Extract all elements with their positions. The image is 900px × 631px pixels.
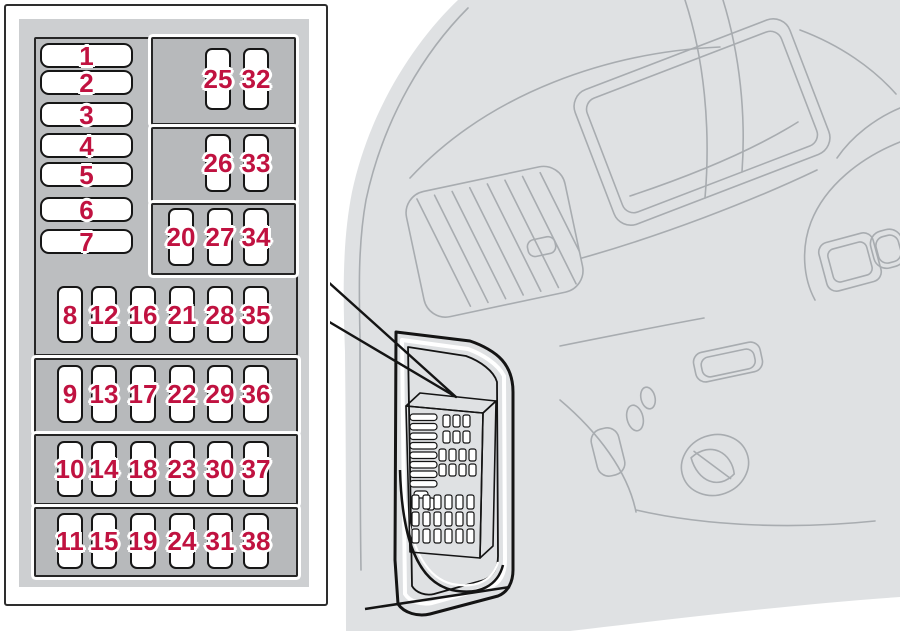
fuse-slot-5: 5: [40, 159, 133, 190]
fuse-slot-3: 3: [40, 99, 133, 130]
fuse-slot-4: 4: [40, 130, 133, 161]
fuse-number: 22: [167, 379, 197, 409]
fuse-number: 12: [89, 299, 119, 330]
fuse-number: 32: [241, 64, 271, 94]
fuse-number: 20: [166, 222, 196, 252]
fuse-slot-35: 35: [241, 286, 271, 343]
instrument-cluster: [573, 18, 831, 226]
fuse-slot-1: 1: [40, 40, 133, 71]
fuse-number: 38: [241, 526, 271, 556]
fuse-slot-34: 34: [241, 208, 271, 266]
fuse-slot-24: 24: [167, 513, 197, 569]
fuse-number: 29: [205, 379, 235, 409]
fuse-slot-18: 18: [128, 441, 158, 497]
fuse-number: 34: [241, 222, 271, 252]
fuse-slot-8: 8: [57, 286, 83, 343]
fuse-slot-23: 23: [167, 441, 197, 497]
fuse-number: 28: [205, 299, 235, 330]
fuse-slot-11: 11: [56, 513, 84, 569]
fuse-number: 33: [241, 148, 271, 178]
fuse-slot-25: 25: [203, 48, 233, 110]
door-handle: [692, 341, 764, 383]
fuse-slot-28: 28: [205, 286, 235, 343]
fuse-slot-13: 13: [89, 365, 119, 423]
fuse-number: 37: [241, 454, 271, 484]
fuse-number: 16: [128, 299, 158, 330]
fuse-holder-block: [405, 392, 497, 559]
gear-knob: [680, 433, 750, 497]
ignition-switch: [817, 228, 900, 292]
fuse-number: 23: [167, 454, 197, 484]
fuse-slot-29: 29: [205, 365, 235, 423]
fuse-number: 24: [167, 526, 197, 556]
fuse-slot-27: 27: [205, 208, 235, 266]
fuse-number: 11: [56, 526, 84, 556]
fuse-slot-9: 9: [57, 365, 83, 423]
fuse-slot-31: 31: [205, 513, 235, 569]
fuse-number: 10: [55, 454, 85, 484]
fuse-slot-19: 19: [128, 513, 158, 569]
fuse-number: 9: [62, 379, 78, 409]
fuse-number: 13: [89, 379, 119, 409]
fuse-slot-37: 37: [241, 441, 271, 497]
fuse-slot-6: 6: [40, 194, 133, 225]
location-pointer-arrow: [330, 281, 458, 399]
fuse-number: 6: [79, 194, 94, 225]
dashboard-silhouette: [343, 0, 900, 631]
fuse-number: 35: [241, 299, 271, 330]
fuse-number: 14: [89, 454, 119, 484]
fuse-slot-12: 12: [89, 286, 119, 343]
fuse-slot-36: 36: [241, 365, 271, 423]
fuse-number: 15: [89, 526, 119, 556]
fuse-slot-21: 21: [167, 286, 197, 343]
fuse-number: 5: [79, 159, 94, 190]
fuse-slot-14: 14: [89, 441, 119, 497]
fuse-number: 4: [79, 130, 94, 161]
fuse-number: 27: [205, 222, 235, 252]
fuse-slot-22: 22: [167, 365, 197, 423]
fuse-slot-20: 20: [166, 208, 196, 266]
fuse-slot-7: 7: [40, 226, 133, 257]
fuse-slot-16: 16: [128, 286, 158, 343]
fuse-number: 30: [205, 454, 235, 484]
fuse-number: 36: [241, 379, 271, 409]
fuse-number: 7: [79, 226, 94, 257]
fuse-number: 3: [79, 99, 94, 130]
fuse-number: 17: [128, 379, 158, 409]
console-buttons: [590, 386, 657, 477]
fuse-slot-10: 10: [55, 441, 85, 497]
fuse-slot-38: 38: [241, 513, 271, 569]
fuse-slot-32: 32: [241, 48, 271, 110]
fuse-slot-2: 2: [40, 67, 133, 98]
fuse-slot-33: 33: [241, 134, 271, 192]
fuse-slot-30: 30: [205, 441, 235, 497]
fuse-number: 1: [79, 40, 94, 71]
air-vent: [405, 165, 588, 318]
fuse-number: 19: [128, 526, 158, 556]
fuse-number: 2: [79, 67, 94, 98]
fuse-number: 31: [205, 526, 235, 556]
fuse-slot-17: 17: [128, 365, 158, 423]
fuse-number: 18: [128, 454, 158, 484]
fuse-slot-15: 15: [89, 513, 119, 569]
fuse-number: 21: [167, 299, 197, 330]
fuse-number: 26: [203, 148, 233, 178]
dashboard-end-panel: [364, 330, 515, 617]
fuse-number: 8: [62, 299, 78, 330]
dashboard-illustration: [330, 0, 900, 631]
fuse-number: 25: [203, 64, 233, 94]
fuse-slot-26: 26: [203, 134, 233, 192]
